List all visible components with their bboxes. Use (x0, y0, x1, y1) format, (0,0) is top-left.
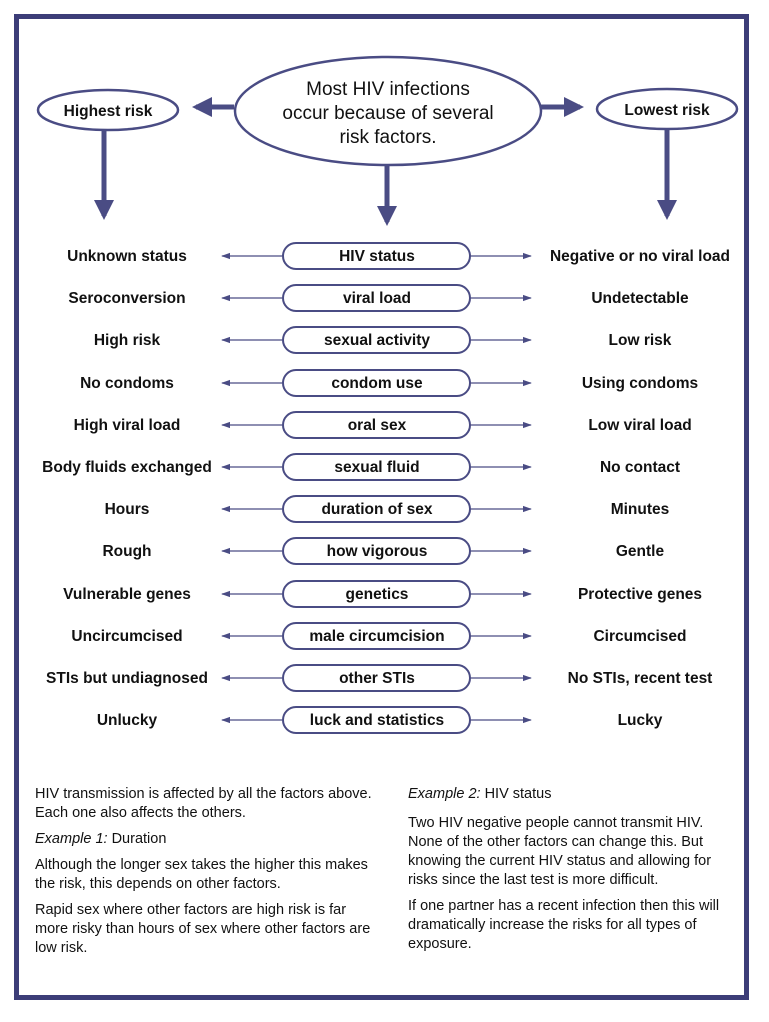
example-2-label: Example 2: (408, 786, 481, 802)
factor-label: sexual activity (324, 332, 430, 349)
factor-pill (282, 622, 471, 650)
factor-row: duration of sex Hours Minutes (105, 495, 670, 523)
factor-pill (282, 284, 471, 312)
lowest-risk-value: No contact (600, 459, 680, 476)
factor-pill (282, 664, 471, 692)
factor-rows: HIV status Unknown status Negative or no v… (42, 242, 730, 734)
factor-row: how vigorous Rough Gentle (102, 537, 665, 565)
lowest-risk-label: Lowest risk (624, 102, 710, 119)
lowest-risk-bubble (595, 87, 739, 131)
factor-label: genetics (346, 586, 409, 603)
factor-pill (282, 537, 471, 565)
highest-risk-value: Vulnerable genes (63, 586, 191, 603)
example-1-label: Example 1: (35, 831, 108, 847)
lowest-risk-value: Low risk (609, 332, 672, 349)
factor-label: condom use (331, 375, 423, 392)
highest-risk-value: Hours (105, 501, 150, 518)
factor-label: HIV status (339, 248, 415, 265)
lowest-risk-value: Lucky (618, 712, 663, 729)
risk-factors-diagram: Most HIV infections occur because of sev… (36, 55, 739, 734)
lowest-risk-value: Minutes (611, 501, 670, 518)
lowest-risk-value: Circumcised (593, 628, 686, 645)
main-bubble-line-1: Most HIV infections (306, 79, 470, 100)
factor-label: luck and statistics (310, 712, 444, 729)
factor-row: HIV status Unknown status Negative or no v… (67, 242, 730, 270)
factor-pill (282, 495, 471, 523)
highest-risk-value: High viral load (74, 417, 181, 434)
factor-label: duration of sex (321, 501, 432, 518)
lowest-risk-value: Using condoms (582, 375, 698, 392)
lowest-risk-value: Undetectable (591, 290, 689, 307)
factor-row: viral load Seroconversion Undetectable (68, 284, 689, 312)
lowest-risk-value: Low viral load (588, 417, 691, 434)
factor-row: oral sex High viral load Low viral load (74, 411, 692, 439)
factor-label: viral load (343, 290, 411, 307)
example-2-heading: Example 2: HIV status (408, 785, 730, 804)
factor-label: oral sex (348, 417, 407, 434)
example-2-para-2: If one partner has a recent infection th… (408, 898, 720, 952)
example-1-heading: Example 1: Duration (35, 830, 380, 849)
factor-row: other STIs STIs but undiagnosed No STIs, r… (46, 664, 713, 692)
highest-risk-label: Highest risk (64, 103, 153, 120)
highest-risk-value: STIs but undiagnosed (46, 670, 208, 687)
main-bubble-line-2: occur because of several (282, 103, 493, 124)
factor-row: sexual activity High risk Low risk (94, 326, 672, 354)
notes-intro: HIV transmission is affected by all the … (35, 786, 372, 821)
example-2-para-1: Two HIV negative people cannot transmit … (408, 815, 712, 888)
example-1-title: Duration (107, 831, 167, 847)
factor-pill (282, 580, 471, 608)
factor-pill (282, 706, 471, 734)
lowest-risk-value: Gentle (616, 543, 665, 560)
highest-risk-value: Seroconversion (68, 290, 185, 307)
factor-label: sexual fluid (334, 459, 419, 476)
highest-risk-value: Uncircumcised (71, 628, 182, 645)
factor-pill (282, 369, 471, 397)
factor-row: luck and statistics Unlucky Lucky (97, 706, 663, 734)
highest-risk-value: Unlucky (97, 712, 158, 729)
main-bubble-line-3: risk factors. (339, 127, 436, 148)
lowest-risk-value: Negative or no viral load (550, 248, 730, 265)
highest-risk-value: Body fluids exchanged (42, 459, 212, 476)
factor-pill (282, 326, 471, 354)
page-frame (14, 14, 749, 1000)
example-1-para-2: Rapid sex where other factors are high r… (35, 902, 371, 956)
factor-pill (282, 453, 471, 481)
factor-label: other STIs (339, 670, 415, 687)
lowest-risk-value: Protective genes (578, 586, 702, 603)
highest-risk-value: Rough (102, 543, 151, 560)
highest-risk-value: Unknown status (67, 248, 187, 265)
notes-left: HIV transmission is affected by all the … (35, 785, 380, 965)
example-1-para-1: Although the longer sex takes the higher… (35, 857, 368, 892)
factor-pill (282, 411, 471, 439)
factor-label: how vigorous (327, 543, 428, 560)
factor-row: genetics Vulnerable genes Protective genes (63, 580, 702, 608)
notes-right: Example 2: HIV status Two HIV negative p… (408, 785, 730, 961)
factor-row: male circumcision Uncircumcised Circumcise… (71, 622, 687, 650)
highest-risk-value: No condoms (80, 375, 174, 392)
factor-row: sexual fluid Body fluids exchanged No cont… (42, 453, 680, 481)
factor-pill (282, 242, 471, 270)
factor-row: condom use No condoms Using condoms (80, 369, 698, 397)
example-2-title: HIV status (480, 786, 552, 802)
factor-label: male circumcision (309, 628, 444, 645)
lowest-risk-value: No STIs, recent test (568, 670, 713, 687)
highest-risk-value: High risk (94, 332, 161, 349)
highest-risk-bubble (36, 88, 180, 132)
